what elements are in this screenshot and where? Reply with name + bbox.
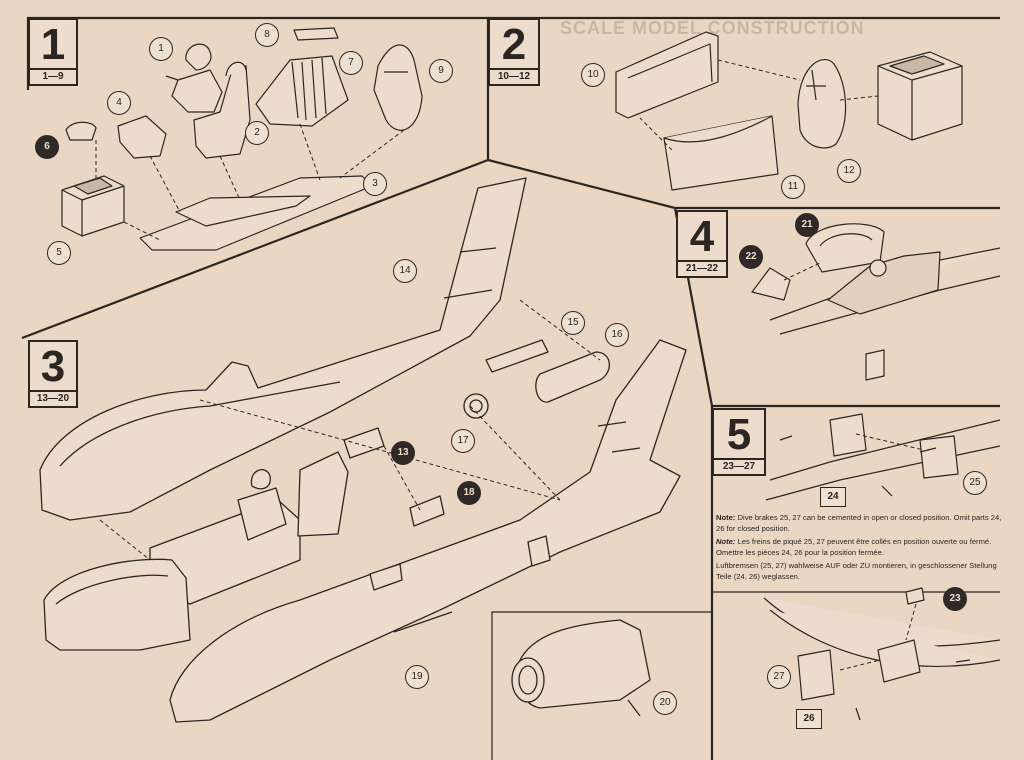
step-range: 23—27 — [714, 458, 764, 474]
part-callout-12: 12 — [837, 159, 861, 183]
step-range: 21—22 — [678, 260, 726, 276]
step-range: 13—20 — [30, 390, 76, 406]
part-callout-15: 15 — [561, 311, 585, 335]
step-box-1: 1 1—9 — [28, 18, 78, 86]
part-callout-2: 2 — [245, 121, 269, 145]
step-range: 1—9 — [30, 68, 76, 84]
note-label-en: Note: — [716, 513, 736, 522]
part-callout-9: 9 — [429, 59, 453, 83]
step-number: 1 — [40, 20, 66, 69]
note-text-de: Luftbremsen (25, 27) wahlweise AUF oder … — [716, 561, 997, 581]
part-callout-19: 19 — [405, 665, 429, 689]
part-callout-3: 3 — [363, 172, 387, 196]
part-callout-1: 1 — [149, 37, 173, 61]
step-range: 10—12 — [490, 68, 538, 84]
faded-header-text: SCALE MODEL CONSTRUCTION — [560, 18, 865, 38]
step-box-3: 3 13—20 — [28, 340, 78, 408]
part-callout-20: 20 — [653, 691, 677, 715]
part-callout-13: 13 — [391, 441, 415, 465]
step-number: 2 — [501, 20, 527, 69]
step-box-5: 5 23—27 — [712, 408, 766, 476]
step-number: 4 — [689, 212, 715, 261]
dive-brake-notes: Note: Dive brakes 25, 27 can be cemented… — [716, 513, 1006, 586]
step-number: 3 — [40, 342, 66, 391]
part-callout-8: 8 — [255, 23, 279, 47]
part-callout-22: 22 — [739, 245, 763, 269]
part-callout-5: 5 — [47, 241, 71, 265]
step-box-4: 4 21—22 — [676, 210, 728, 278]
part-callout-10: 10 — [581, 63, 605, 87]
part-callout-27: 27 — [767, 665, 791, 689]
note-german: Luftbremsen (25, 27) wahlweise AUF oder … — [716, 561, 1006, 582]
part-callout-7: 7 — [339, 51, 363, 75]
step-number: 5 — [726, 410, 752, 459]
part-callout-4: 4 — [107, 91, 131, 115]
note-label-fr: Note: — [716, 537, 736, 547]
part-callout-16: 16 — [605, 323, 629, 347]
part-callout-6: 6 — [35, 135, 59, 159]
part-callout-18: 18 — [457, 481, 481, 505]
part-callout-17: 17 — [451, 429, 475, 453]
part-callout-21: 21 — [795, 213, 819, 237]
part-callout-25: 25 — [963, 471, 987, 495]
part-callout-23: 23 — [943, 587, 967, 611]
part-callout-14: 14 — [393, 259, 417, 283]
part-callout-24: 24 — [820, 487, 846, 507]
part-callout-26: 26 — [796, 709, 822, 729]
note-text-en: Dive brakes 25, 27 can be cemented in op… — [716, 513, 1002, 533]
part-callout-11: 11 — [781, 175, 805, 199]
note-text-fr: Les freins de piqué 25, 27 peuvent être … — [716, 537, 992, 557]
step-box-2: 2 10—12 — [488, 18, 540, 86]
note-english: Note: Dive brakes 25, 27 can be cemented… — [716, 513, 1006, 534]
note-french: Note: Les freins de piqué 25, 27 peuvent… — [716, 537, 1006, 558]
